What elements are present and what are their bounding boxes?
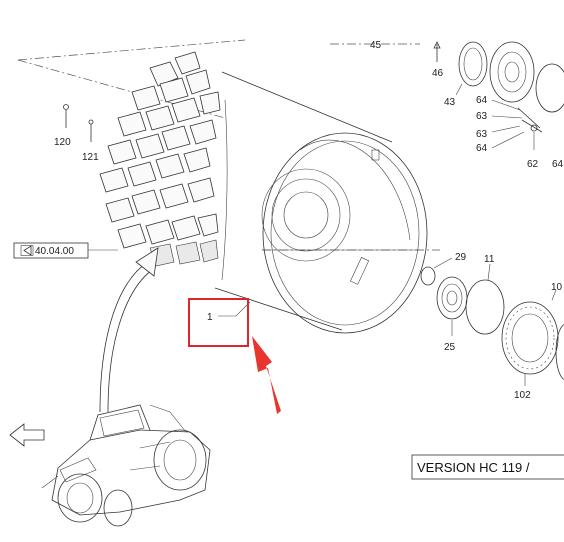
compactor-machine [41,404,211,527]
frame-lines [17,39,440,251]
bolts-120-121: 120 121 [54,104,99,163]
part-label-64a: 64 [476,95,488,106]
drum-shell [214,71,428,334]
part-label-10x: 10 [551,282,563,293]
part-label-64b: 64 [476,143,488,154]
upper-hub-parts: 46 43 [432,41,564,113]
part-label-11: 11 [484,254,495,265]
highlight-box [188,298,249,347]
red-pointer-arrow [252,336,281,414]
bearing-25: 25 [436,276,468,353]
drum-padfoot-pads [99,51,221,267]
part-label-46: 46 [432,68,444,79]
reference-box: 40.04.00 [13,242,118,259]
part-label-1: 1 [207,312,213,323]
part-label-64c: 64 [552,159,564,170]
reference-label: 40.04.00 [35,246,74,257]
part-label-63a: 63 [476,111,488,122]
part-label-29: 29 [455,252,467,263]
part-label-62: 62 [527,159,539,170]
version-label: VERSION HC 119 / [417,460,530,475]
disc-102: 102 10 [501,282,564,401]
outline-arrow-icon [9,423,45,447]
part-label-43: 43 [444,97,456,108]
part-label-121: 121 [82,152,99,163]
part-label-120: 120 [54,137,71,148]
part-label-25: 25 [444,342,456,353]
bolt-cluster-62-64: 64 63 63 64 62 64 [476,95,564,170]
part-label-63b: 63 [476,129,488,140]
part-label-45: 45 [370,40,382,51]
version-box: VERSION HC 119 / [411,454,564,480]
ring-11: 11 [465,254,505,335]
left-triangle-icon [23,245,32,256]
part-label-102: 102 [514,390,531,401]
curved-arrow [99,247,159,413]
ring-29: 29 [420,252,467,286]
part-1-callout: 1 [188,298,251,347]
